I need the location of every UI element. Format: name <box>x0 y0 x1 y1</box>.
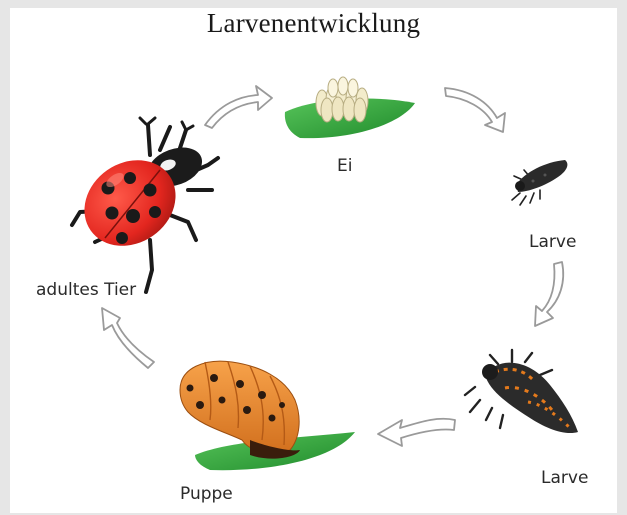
egg-cluster-icon <box>285 77 415 138</box>
stage-label-adult: adultes Tier <box>36 280 136 300</box>
stage-label-egg: Ei <box>337 156 352 176</box>
arrow-larva-to-pupa-icon <box>378 419 455 446</box>
ladybug-icon <box>68 118 218 292</box>
stage-label-larva-1: Larve <box>529 232 576 252</box>
arrow-egg-to-larva-icon <box>445 88 505 132</box>
large-larva-icon <box>465 350 578 433</box>
arrow-larva-to-larva-icon <box>535 262 563 326</box>
stage-label-larva-2: Larve <box>541 468 588 488</box>
stage-label-pupa: Puppe <box>180 484 233 504</box>
arrow-pupa-to-adult-icon <box>102 308 154 368</box>
arrow-adult-to-egg-icon <box>205 86 272 128</box>
small-larva-icon <box>512 160 567 205</box>
pupa-icon <box>180 361 355 470</box>
